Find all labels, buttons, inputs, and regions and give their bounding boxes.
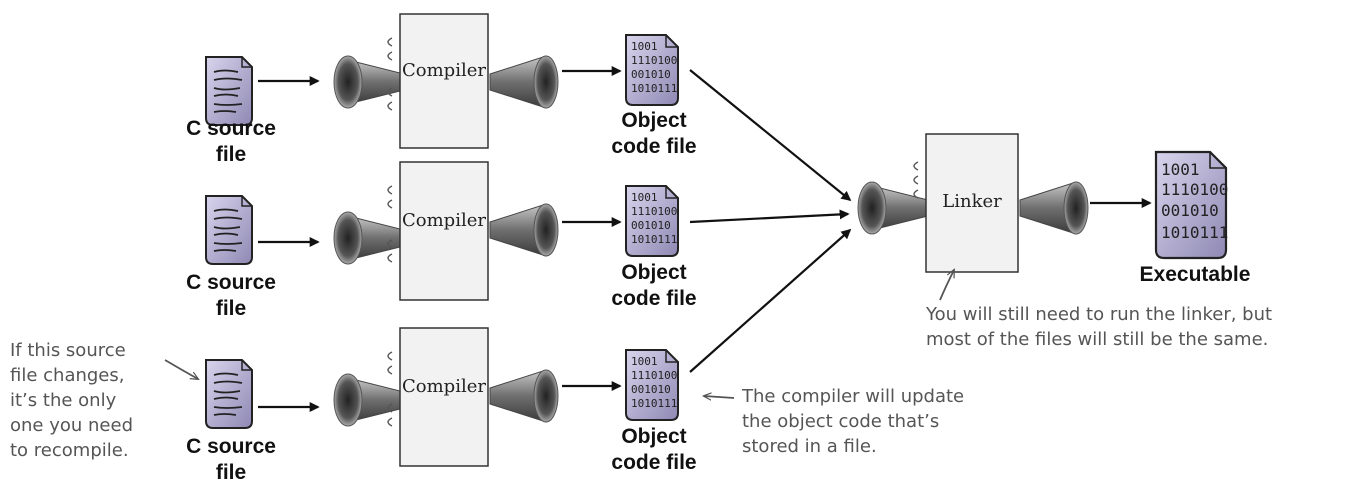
note-arrow-right [939, 270, 954, 301]
output-funnel-icon [489, 203, 559, 257]
compiler-box: Compiler [387, 161, 489, 301]
arrow-object-to-linker-3 [689, 228, 852, 373]
output-funnel-icon [489, 55, 559, 109]
object-code-file-icon: 1001 1110100 001010 1010111 [625, 349, 679, 421]
output-funnel-icon [1019, 181, 1089, 235]
note-arrow-middle [704, 396, 735, 398]
input-funnel-icon [333, 373, 405, 427]
input-funnel-icon [857, 181, 929, 235]
arrow-object-to-linker-2 [689, 209, 850, 224]
c-source-file-icon [205, 359, 253, 429]
executable-label: Executable [1139, 263, 1251, 286]
binary-line: 1010111 [631, 397, 677, 410]
object-code-file-icon: 1001 1110100 001010 1010111 [625, 34, 679, 106]
arrow-object-to-linker-1 [689, 69, 852, 202]
binary-line: 1110100 [631, 369, 677, 382]
binary-line: 1010111 [1161, 223, 1228, 242]
note-left: If this source file changes, it’s the on… [10, 340, 133, 461]
executable-file-icon: 1001 1110100 001010 1010111 [1154, 150, 1228, 260]
binary-line: 1001 [631, 191, 658, 204]
c-source-file-icon [205, 56, 253, 126]
binary-line: 1010111 [631, 82, 677, 95]
c-source-file-icon [205, 195, 253, 265]
note-middle: The compiler will update the object code… [742, 386, 965, 457]
binary-line: 001010 [631, 68, 671, 81]
compiler-label: Compiler [402, 210, 486, 231]
linker-stage: Linker 1001 1110100 001010 1010111 [857, 133, 1228, 273]
binary-line: 1001 [631, 40, 658, 53]
binary-line: 001010 [1161, 201, 1219, 220]
row-3: Compiler 1001 1110100 001010 1010111 [205, 228, 852, 467]
note-arrow-left [164, 359, 198, 379]
binary-line: 1010111 [631, 233, 677, 246]
binary-line: 001010 [631, 219, 671, 232]
output-funnel-icon [489, 369, 559, 423]
compiler-box: Compiler [387, 13, 489, 149]
row-2: Compiler 1001 1110100 001010 1010111 [205, 161, 850, 301]
compiler-label: Compiler [402, 376, 486, 397]
object-code-file-icon: 1001 1110100 001010 1010111 [625, 185, 679, 257]
linker-box: Linker [913, 133, 1019, 273]
binary-line: 001010 [631, 383, 671, 396]
linker-label: Linker [942, 191, 1002, 212]
note-right: You will still need to run the linker, b… [926, 304, 1273, 350]
binary-line: 1110100 [631, 205, 677, 218]
binary-line: 1001 [1161, 160, 1200, 179]
binary-line: 1001 [631, 355, 658, 368]
row-1: Compiler 1001 1110100 001010 1010111 [205, 13, 852, 202]
binary-line: 1110100 [631, 54, 677, 67]
compiler-label: Compiler [402, 60, 486, 81]
compiler-box: Compiler [387, 327, 489, 467]
input-funnel-icon [333, 55, 405, 109]
input-funnel-icon [333, 211, 405, 265]
binary-line: 1110100 [1161, 180, 1228, 199]
